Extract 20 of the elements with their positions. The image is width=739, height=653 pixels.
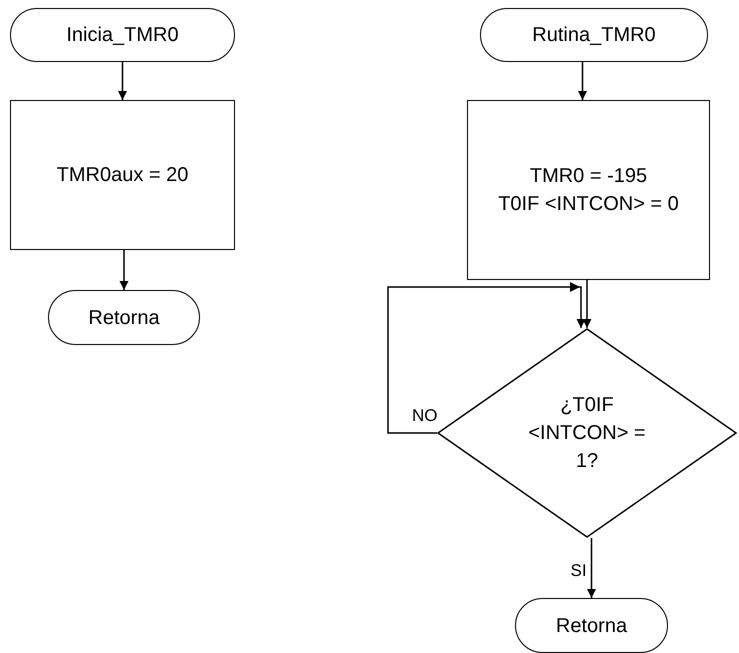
arrow (118, 62, 127, 100)
node-text: TMR0 = -195 (530, 164, 648, 189)
node-text: TMR0aux = 20 (56, 163, 188, 188)
arrow (578, 62, 587, 100)
node-text: Retorna (556, 614, 628, 638)
arrow (387, 282, 586, 434)
node-text: Inicia_TMR0 (66, 23, 179, 48)
node-text: ¿T0IF <INTCON> = 1? (527, 393, 647, 474)
arrow (587, 538, 596, 598)
node-text: T0IF <INTCON> = 0 (498, 192, 679, 217)
process-box (467, 100, 710, 280)
terminator-box (10, 8, 235, 62)
arrow (582, 280, 592, 328)
terminator-box (480, 8, 708, 62)
node-text: Retorna (88, 306, 160, 330)
edge-label: SI (570, 562, 587, 579)
process-box (10, 100, 235, 250)
node-text: Rutina_TMR0 (532, 23, 656, 48)
edge-label: NO (412, 407, 438, 424)
arrow (120, 250, 128, 290)
